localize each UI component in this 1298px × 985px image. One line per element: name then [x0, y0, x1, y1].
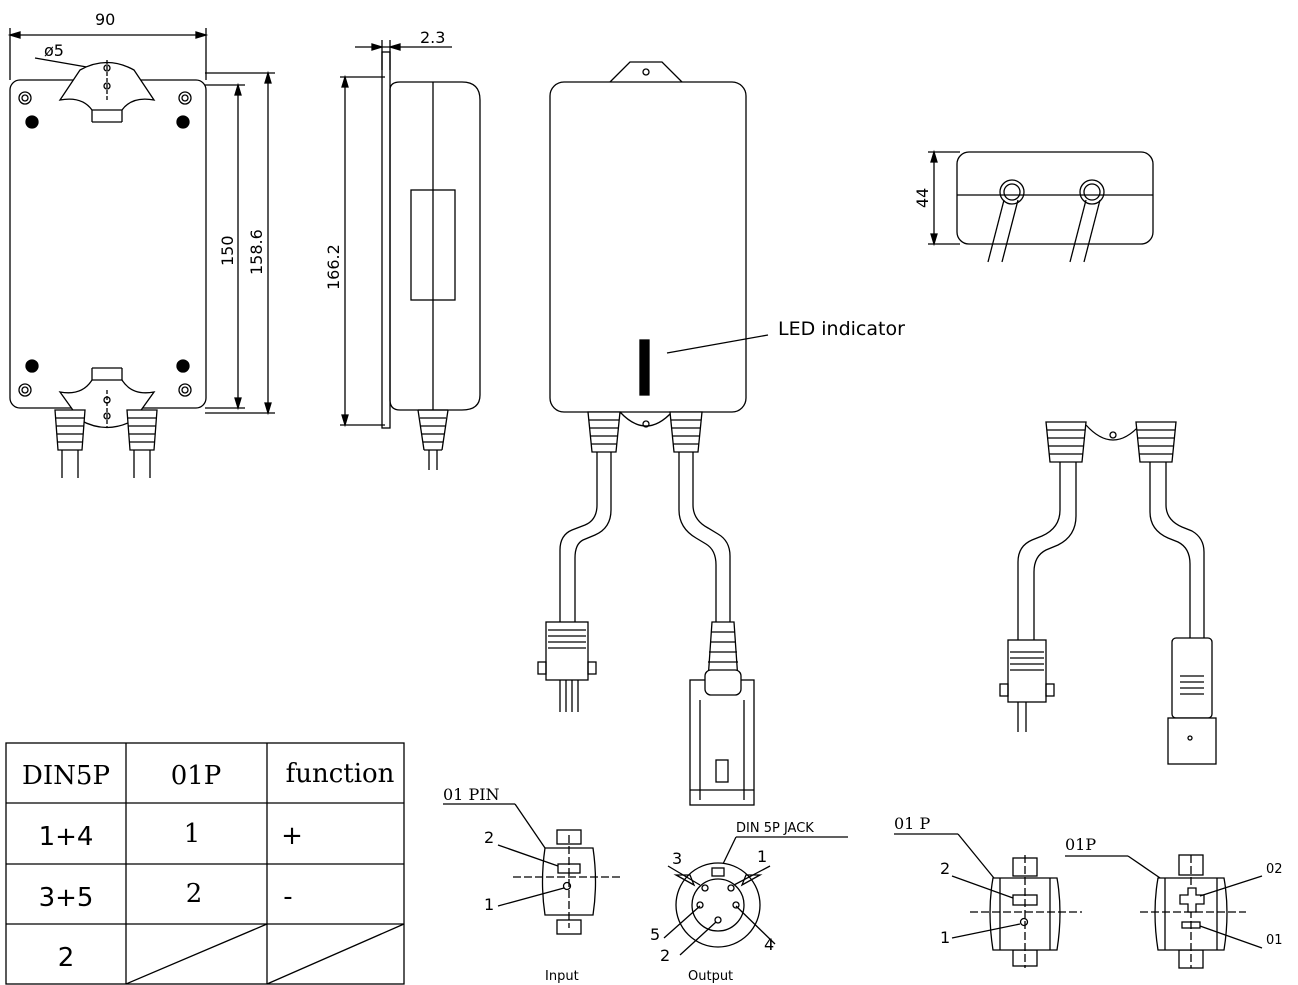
led-indicator-label: LED indicator — [778, 318, 905, 340]
table-header-01p: 01P — [171, 761, 222, 791]
input-caption: Input — [545, 969, 579, 984]
side-height-label: 166.2 — [324, 244, 343, 290]
table-cell: - — [283, 882, 292, 912]
pin-label: 3 — [672, 849, 682, 868]
input-title: 01 PIN — [443, 785, 500, 804]
table-cell: 3+5 — [39, 883, 94, 913]
pin-table: DIN5P 01P function 1+4 1 + 3+5 2 - 2 — [5, 742, 405, 985]
product-view: LED indicator — [537, 61, 905, 806]
table-header-function: function — [286, 759, 395, 789]
plug-01p-b-view: 01P 02 01 — [1065, 835, 1283, 969]
thickness-label: 2.3 — [420, 28, 445, 47]
output-caption: Output — [688, 969, 733, 984]
plug-b-title: 01P — [1065, 835, 1096, 854]
pin-label: 01 — [1266, 933, 1283, 948]
table-cell: 2 — [186, 879, 203, 909]
pin-label: 02 — [1266, 862, 1283, 877]
top-height-label: 44 — [913, 188, 932, 208]
output-connector-view: DIN 5P JACK 3 1 5 2 4 Output — [650, 821, 848, 984]
table-cell: 1 — [184, 819, 201, 849]
input-connector-view: 01 PIN 2 1 Input — [443, 785, 620, 984]
outer-height-label: 158.6 — [247, 229, 266, 275]
width-dimension-label: 90 — [95, 10, 115, 29]
front-view: 90 ø5 — [7, 10, 275, 478]
plug-01p-a-view: 01 P 2 1 — [894, 814, 1082, 968]
mounting-hole-icon — [18, 91, 192, 397]
pin-label: 1 — [940, 928, 950, 947]
plug-a-title: 01 P — [894, 814, 930, 833]
pin-label: 1 — [484, 895, 494, 914]
pin-label: 5 — [650, 925, 660, 944]
pin-label: 1 — [757, 847, 767, 866]
top-view: 44 — [913, 149, 1154, 263]
hole-dimension-label: ø5 — [44, 41, 64, 60]
table-cell: 1+4 — [39, 822, 94, 852]
pin-label: 2 — [484, 828, 494, 847]
table-cell: + — [281, 821, 303, 851]
side-view: 2.3 166.2 — [324, 28, 481, 470]
pin-label: 2 — [660, 946, 670, 965]
cable-detail-view — [999, 421, 1217, 765]
inner-height-label: 150 — [218, 235, 237, 266]
pin-label: 4 — [764, 935, 774, 954]
table-header-din5p: DIN5P — [22, 761, 110, 791]
output-title: DIN 5P JACK — [736, 821, 814, 836]
led-indicator — [639, 339, 650, 396]
pin-label: 2 — [940, 859, 950, 878]
table-cell: 2 — [58, 943, 75, 973]
